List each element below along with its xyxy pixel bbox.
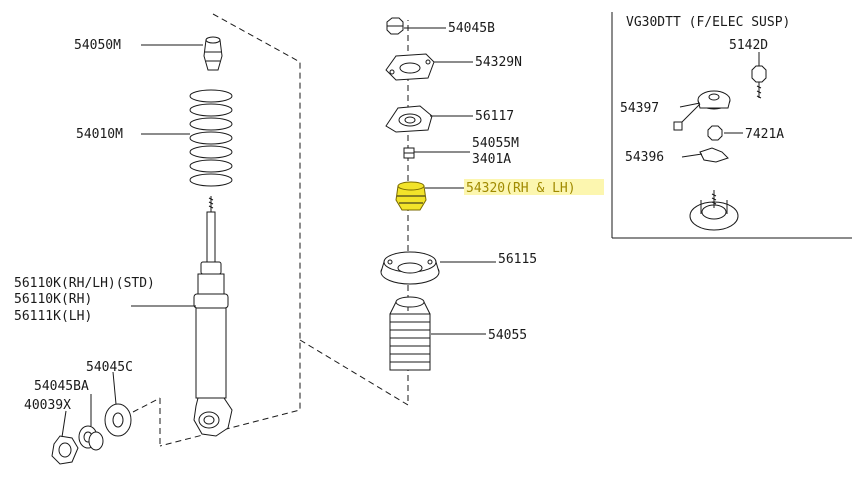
leader-lines (61, 27, 760, 438)
callout-40039x[interactable]: 40039X (24, 398, 71, 413)
callout-54329n[interactable]: 54329N (475, 55, 522, 70)
bolt-5142d-part[interactable] (751, 65, 767, 99)
callout-54050m[interactable]: 54050M (74, 38, 121, 53)
callout-56110k-std[interactable]: 56110K(RH/LH)(STD) (14, 276, 155, 291)
callout-54396[interactable]: 54396 (625, 150, 664, 165)
inset-frame (611, 12, 852, 239)
callout-54320-highlight (464, 179, 604, 195)
plate-54329n-part[interactable] (385, 53, 435, 81)
callout-54397[interactable]: 54397 (620, 101, 659, 116)
washer-54045c-part[interactable] (104, 403, 132, 437)
coil-spring-part[interactable] (189, 89, 233, 187)
nut-7421a-part[interactable] (707, 125, 723, 141)
callout-54055[interactable]: 54055 (488, 328, 527, 343)
callout-54045c[interactable]: 54045C (86, 360, 133, 375)
assembly-outline-left (159, 13, 301, 447)
callout-54045ba[interactable]: 54045BA (34, 379, 89, 394)
shock-absorber-part[interactable] (193, 196, 233, 437)
callout-56117[interactable]: 56117 (475, 109, 514, 124)
assembly-outline-bushing (132, 397, 161, 446)
callout-7421a[interactable]: 7421A (745, 127, 784, 142)
inset-title: VG30DTT (F/ELEC SUSP) (626, 15, 790, 30)
bushing-54045ba-part[interactable] (78, 425, 104, 451)
bumper-54320-part[interactable] (395, 181, 427, 211)
nut-40039x-part[interactable] (51, 435, 79, 465)
callout-54010m[interactable]: 54010M (76, 127, 123, 142)
spring-seat-56115-part[interactable] (380, 251, 440, 285)
callout-54055m[interactable]: 54055M (472, 136, 519, 151)
actuator-54397-part[interactable] (673, 90, 731, 131)
callout-56111k-lh[interactable]: 56111K(LH) (14, 309, 92, 324)
callout-5142d[interactable]: 5142D (729, 38, 768, 53)
callout-56110k-rh[interactable]: 56110K(RH) (14, 292, 92, 307)
callout-56115[interactable]: 56115 (498, 252, 537, 267)
nut-54045b-part[interactable] (386, 17, 404, 35)
callout-54045b[interactable]: 54045B (448, 21, 495, 36)
mount-inset-part[interactable] (689, 190, 739, 231)
bump-stop-part[interactable] (203, 36, 223, 71)
bracket-54396-part[interactable] (699, 147, 729, 163)
dust-boot-54055-part[interactable] (389, 296, 431, 371)
mount-56117-part[interactable] (385, 105, 433, 133)
callout-54320[interactable]: 54320(RH & LH) (466, 181, 576, 196)
nut-54055m-part[interactable] (403, 147, 415, 159)
callout-3401a[interactable]: 3401A (472, 152, 511, 167)
